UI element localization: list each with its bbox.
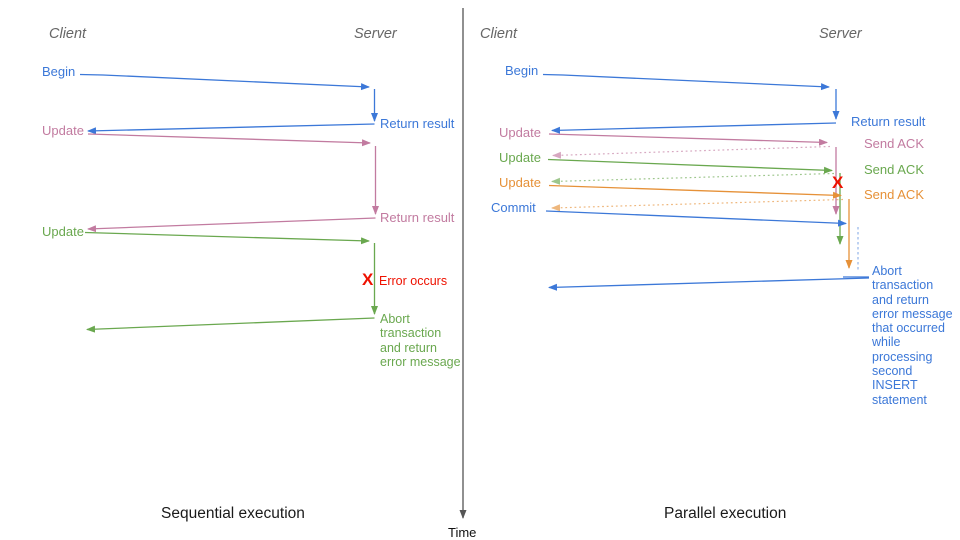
right-begin-request-arrow: [542, 73, 830, 91]
right-send-ack2-label: Send ACK: [864, 162, 924, 177]
left-error-x-icon: X: [362, 270, 374, 289]
right-commit-label: Commit: [491, 200, 536, 215]
left-update2-request-arrow: [84, 231, 370, 245]
right-commit-request-arrow: [545, 210, 847, 227]
left-begin-label: Begin: [42, 64, 76, 79]
right-update1-request-arrow: [548, 133, 828, 146]
right-ack1-arrow: [552, 145, 831, 159]
right-ack3-arrow: [551, 198, 844, 212]
left-return-result-label-1: Return result: [380, 116, 455, 131]
left-abort-return-arrow: [86, 317, 375, 333]
right-update2-label: Update: [499, 150, 541, 165]
left-client-header: Client: [49, 26, 87, 42]
left-server-header: Server: [354, 26, 397, 42]
left-return-result-arrow-1: [87, 123, 375, 135]
left-update1-label: Update: [42, 123, 84, 138]
right-ack2-arrow: [551, 172, 835, 185]
right-return-result-arrow: [551, 122, 837, 134]
right-send-ack3-label: Send ACK: [864, 187, 924, 202]
right-panel-title: Parallel execution: [664, 505, 787, 522]
left-update1-request-arrow: [87, 133, 371, 147]
right-return-result-label: Return result: [851, 114, 926, 129]
right-server-header: Server: [819, 26, 862, 42]
time-axis-label: Time: [448, 525, 477, 540]
right-error-x-icon: X: [832, 173, 844, 192]
left-return-result-arrow-2: [87, 217, 376, 233]
right-send-ack1-label: Send ACK: [864, 136, 924, 151]
right-begin-label: Begin: [505, 63, 539, 78]
right-update3-label: Update: [499, 175, 541, 190]
left-begin-request-arrow: [79, 73, 370, 91]
right-update1-label: Update: [499, 125, 541, 140]
left-error-occurs-label: Error occurs: [379, 274, 448, 288]
right-client-header: Client: [480, 26, 518, 42]
right-update2-request-arrow: [547, 158, 833, 174]
left-return-result-label-2: Return result: [380, 210, 455, 225]
left-update2-label: Update: [42, 224, 84, 239]
left-panel-title: Sequential execution: [161, 505, 305, 522]
right-update3-request-arrow: [548, 184, 842, 199]
right-abort-return-arrow: [548, 277, 870, 291]
